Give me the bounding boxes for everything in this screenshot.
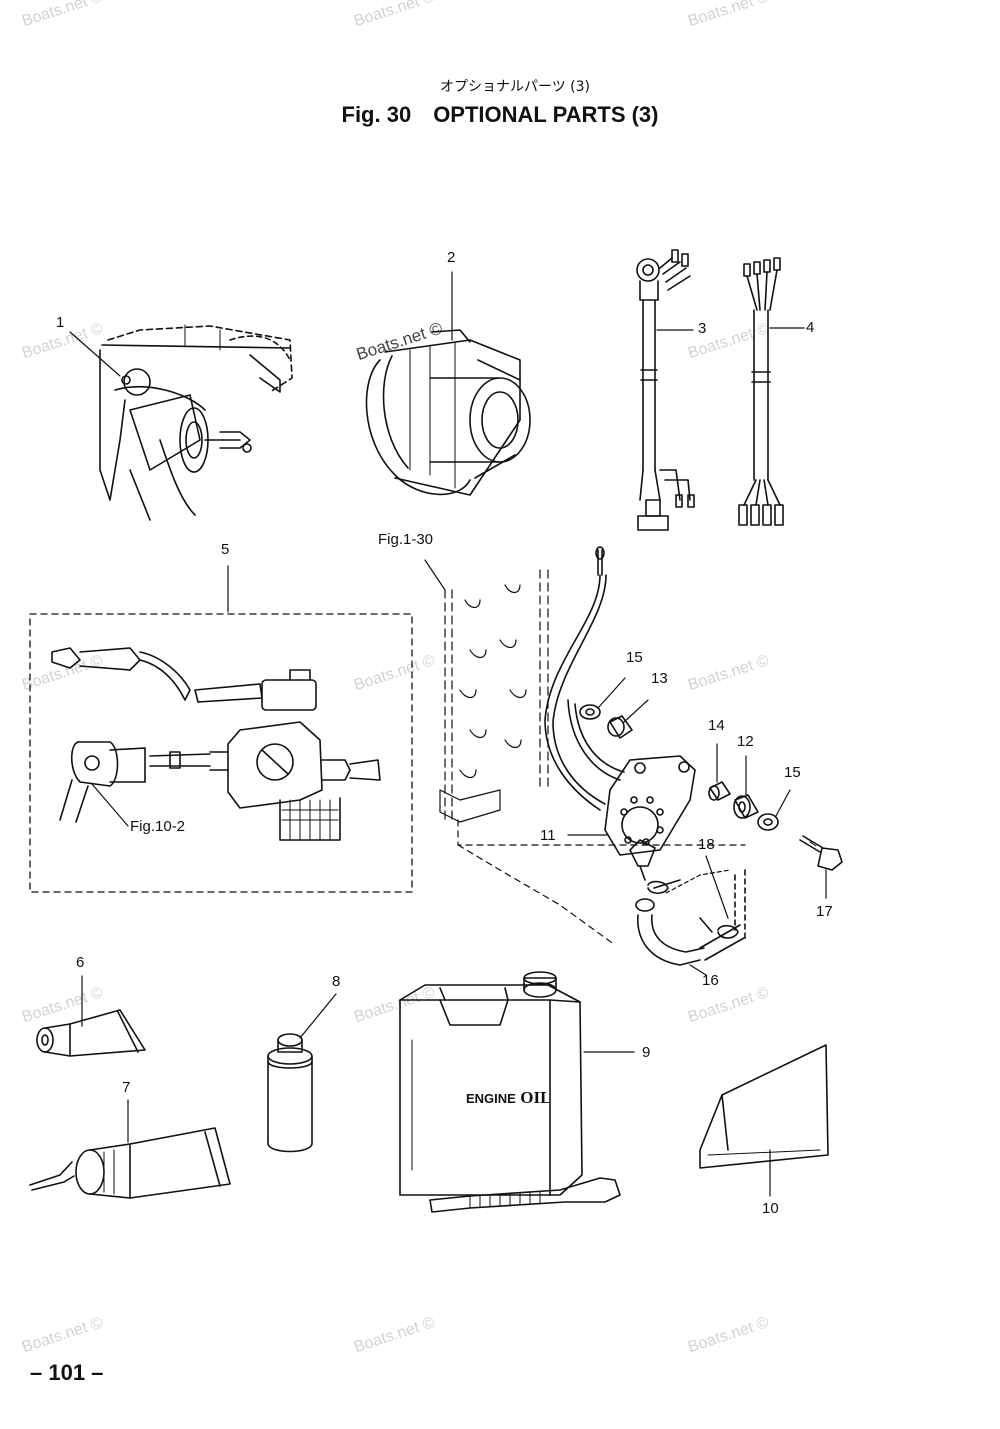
callout-10: 10 [762,1200,779,1217]
part-18-clip [647,879,739,939]
callout-6: 6 [76,954,85,971]
part-9-oil-container [399,971,621,1213]
part-15-washer-upper [579,704,601,720]
part-7-large-tube [29,1127,231,1199]
part-2-cover [365,329,531,496]
part-1-gear-case [99,324,293,521]
clip-guide [665,869,731,894]
part-17-bolt [799,835,843,871]
callout-1: 1 [56,314,65,331]
part-16-hose [635,869,746,966]
callout-7: 7 [122,1079,131,1096]
callout-line [775,789,791,817]
callout-15: 15 [626,649,643,666]
part-12-grommet [733,794,759,819]
callout-line [705,855,729,919]
part-14-collar [708,781,731,801]
callout-8: 8 [332,973,341,990]
part-3-harness [636,249,695,531]
callout-14: 14 [708,717,725,734]
part-11-fuel-pump [544,546,696,881]
callout-3: 3 [698,320,707,337]
engine-reference-outline [424,559,746,946]
callout-12: 12 [737,733,754,750]
part-15-washer-lower [757,813,779,831]
part-10-bag [699,1044,829,1169]
part-6-small-tube [36,1009,146,1057]
part-13-grommet [607,715,633,739]
fig-ref-1-30: Fig.1-30 [378,531,434,548]
callout-16: 16 [702,972,719,989]
part-4-harness [738,257,784,526]
oil-label-oil: OIL [520,1088,552,1107]
callout-line [91,783,129,827]
callout-9: 9 [642,1044,651,1061]
figure-number: Fig. 30 [341,102,412,127]
callout-13: 13 [651,670,668,687]
callout-line [299,993,337,1039]
callout-11: 11 [540,827,556,844]
part-8-spray-can [267,1033,313,1153]
title-japanese: オプショナルパーツ (3) [439,79,590,95]
page-number: – 101 – [30,1360,104,1385]
figure-caption: OPTIONAL PARTS (3) [433,102,659,127]
part-5-fuel-tap [51,647,381,841]
figure-title: Fig. 30 OPTIONAL PARTS (3) [0,102,1000,128]
callout-15-lower: 15 [784,764,801,781]
callout-line [597,677,626,709]
callout-18: 18 [698,836,715,853]
callout-2: 2 [447,249,456,266]
callout-17: 17 [816,903,833,920]
oil-can-label: ENGINE OIL [466,1088,551,1108]
part-5-kit-box [29,613,413,893]
callout-line [69,331,121,377]
callout-line [623,699,649,723]
callout-line [689,964,707,976]
callout-5: 5 [221,541,230,558]
oil-label-engine: ENGINE [466,1091,516,1106]
fig-ref-10-2: Fig.10-2 [130,818,186,835]
callout-4: 4 [806,319,815,336]
